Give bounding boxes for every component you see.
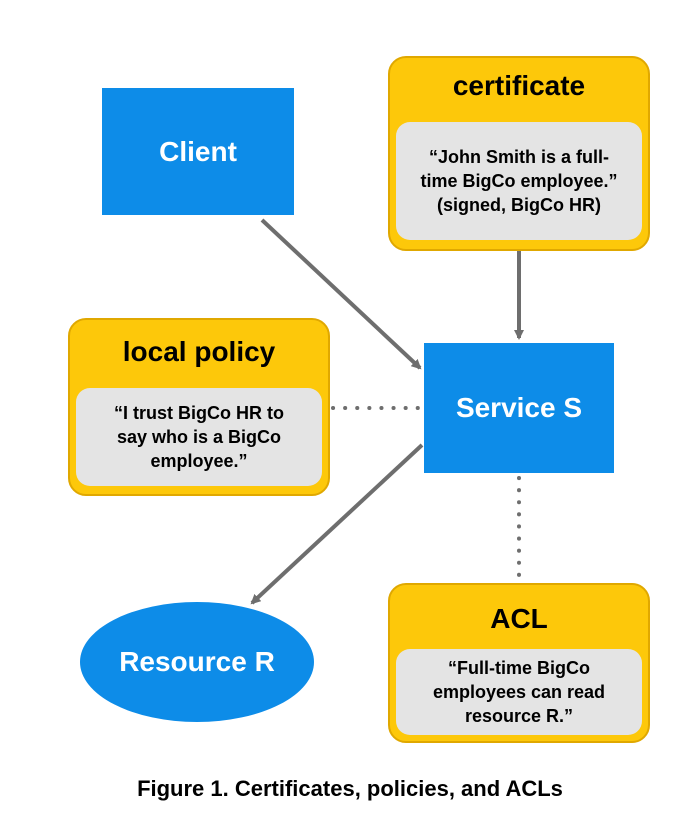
figure-caption: Figure 1. Certificates, policies, and AC… xyxy=(137,776,563,801)
resource-node: Resource R xyxy=(80,602,314,722)
arrow-client-to-service xyxy=(260,218,422,370)
local-policy-text: “I trust BigCo HR to say who is a BigCo … xyxy=(76,388,322,486)
client-label: Client xyxy=(159,135,237,167)
client-node: Client xyxy=(102,88,294,215)
service-node: Service S xyxy=(424,343,614,473)
certificate-card: certificate “John Smith is a full- time … xyxy=(388,56,650,251)
local-policy-card: local policy “I trust BigCo HR to say wh… xyxy=(68,318,330,496)
resource-label: Resource R xyxy=(119,646,275,677)
certificate-text: “John Smith is a full- time BigCo employ… xyxy=(396,122,642,240)
local-policy-title: local policy xyxy=(122,336,276,367)
arrow-service-to-resource xyxy=(250,443,424,605)
acl-title: ACL xyxy=(490,603,548,634)
acl-text: “Full-time BigCo employees can read reso… xyxy=(396,649,642,735)
acl-card: ACL “Full-time BigCo employees can read … xyxy=(388,583,650,743)
certificate-title: certificate xyxy=(452,70,586,101)
service-label: Service S xyxy=(455,392,583,423)
